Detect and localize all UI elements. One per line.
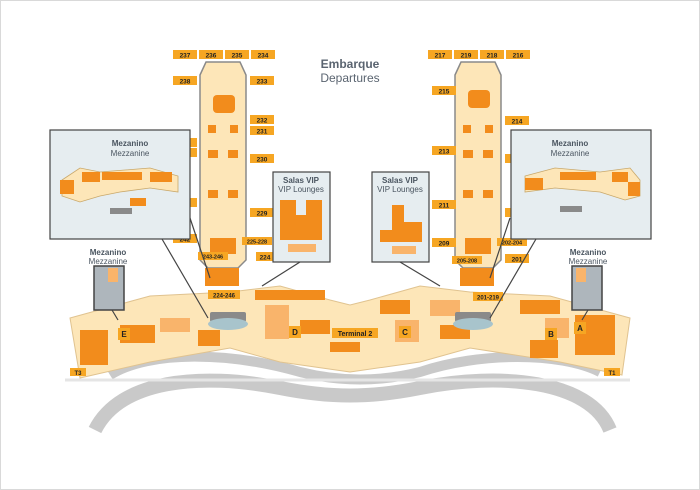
area-a: A [577, 324, 583, 333]
title-portuguese: Embarque [320, 57, 380, 71]
mezz-left-title-en: Mezzanine [111, 149, 150, 158]
gate-218: 218 [487, 53, 498, 60]
gate-235: 235 [232, 53, 243, 60]
gate-243-246: 243-246 [203, 255, 223, 261]
gate-234: 234 [258, 53, 269, 60]
gate-202-204: 202-204 [502, 241, 523, 247]
gate-201-219: 201-219 [477, 296, 500, 302]
gate-224-246: 224-246 [213, 294, 236, 300]
area-c: C [402, 328, 408, 337]
gate-205-208: 205-208 [457, 259, 477, 265]
gate-237: 237 [180, 53, 191, 60]
callout-lines [111, 217, 589, 321]
small-mezz-left-en: Mezzanine [89, 257, 128, 266]
vip-right-panel: Salas VIP VIP Lounges [371, 171, 430, 263]
vip-left-title-pt: Salas VIP [283, 176, 320, 185]
area-d: D [292, 328, 298, 337]
gate-217: 217 [435, 53, 446, 60]
gate-230: 230 [257, 157, 268, 164]
area-labels: E D C B A Terminal 2 T3 T1 [70, 322, 620, 377]
small-mezz-right-pt: Mezanino [570, 248, 607, 257]
mezz-left-title-pt: Mezanino [112, 139, 149, 148]
right-pier [454, 61, 502, 286]
terminal-2-label: Terminal 2 [338, 331, 373, 338]
left-pier [199, 61, 247, 286]
access-road [65, 351, 630, 434]
mezzanine-left-panel: Mezanino Mezzanine [49, 129, 191, 240]
mezzanine-right-panel: Mezanino Mezzanine [510, 129, 652, 240]
mezz-right-title-pt: Mezanino [552, 139, 589, 148]
vip-right-title-pt: Salas VIP [382, 176, 419, 185]
gate-225-228: 225-228 [247, 240, 267, 246]
gate-214: 214 [512, 119, 523, 126]
vip-left-panel: Salas VIP VIP Lounges [272, 171, 331, 263]
vip-right-title-en: VIP Lounges [377, 185, 423, 194]
gate-229: 229 [257, 211, 268, 218]
gate-211: 211 [439, 203, 450, 210]
small-mezzanine-right: Mezanino Mezzanine [569, 248, 608, 311]
small-mezz-right-en: Mezzanine [569, 257, 608, 266]
gate-232: 232 [257, 118, 268, 125]
t1-label: T1 [608, 371, 616, 377]
area-b: B [548, 330, 554, 339]
small-mezzanine-left: Mezanino Mezzanine [89, 248, 128, 311]
small-mezz-left-pt: Mezanino [90, 248, 127, 257]
map-title: Embarque Departures [300, 57, 400, 85]
area-e: E [121, 330, 127, 339]
gate-238: 238 [180, 79, 191, 86]
gate-209: 209 [439, 241, 450, 248]
title-english: Departures [320, 71, 380, 85]
gate-236: 236 [206, 53, 217, 60]
gate-215: 215 [439, 89, 450, 96]
gate-231: 231 [257, 129, 268, 136]
gate-216: 216 [513, 53, 524, 60]
gate-213: 213 [439, 149, 450, 156]
mezz-right-title-en: Mezzanine [551, 149, 590, 158]
gate-233: 233 [257, 79, 268, 86]
gate-219: 219 [461, 53, 472, 60]
gate-201: 201 [512, 257, 523, 264]
gate-224: 224 [260, 255, 271, 262]
vip-left-title-en: VIP Lounges [278, 185, 324, 194]
gate-242: 242 [180, 237, 191, 244]
t3-label: T3 [74, 371, 82, 377]
